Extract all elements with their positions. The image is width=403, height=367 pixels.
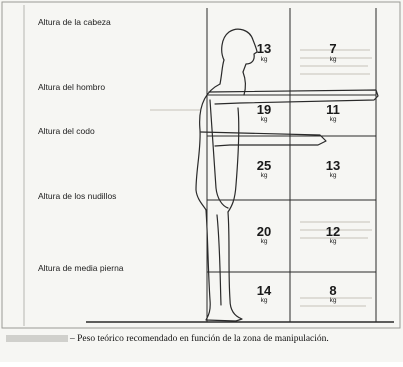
zone-label-shoulder: Altura del hombro	[38, 82, 106, 92]
unit-head-right: kg	[329, 56, 337, 63]
front-leg	[227, 211, 243, 322]
unit-elbow-left: kg	[260, 172, 268, 179]
unit-knuckle-left: kg	[260, 238, 268, 245]
arm-hanging	[209, 99, 229, 209]
unit-midleg-left: kg	[260, 297, 268, 304]
human-figure	[195, 28, 379, 322]
inner-leg	[216, 214, 222, 306]
value-knuckle-right: 12	[325, 224, 341, 239]
value-head-right: 7	[329, 41, 337, 56]
zone-label-elbow: Altura del codo	[38, 126, 95, 136]
zone-label-midleg: Altura de media pierna	[38, 263, 124, 273]
unit-head-left: kg	[260, 56, 268, 63]
back-leg	[205, 209, 237, 322]
unit-knuckle-right: kg	[329, 238, 337, 245]
zone-label-head: Altura de la cabeza	[38, 17, 111, 27]
head-outline	[221, 28, 258, 73]
bleed-through-texture	[150, 49, 372, 307]
back-outline	[195, 83, 221, 211]
zone-label-knuckle: Altura de los nudillos	[38, 191, 117, 201]
front-neck	[242, 71, 246, 96]
unit-elbow-right: kg	[329, 172, 337, 179]
arm-elbow	[200, 131, 327, 147]
value-knuckle-left: 20	[256, 224, 272, 239]
caption-text: – Peso teórico recomendado en función de…	[70, 334, 329, 344]
unit-shoulder-left: kg	[260, 116, 268, 123]
value-midleg-left: 14	[256, 283, 272, 298]
front-torso	[227, 107, 240, 213]
zone-grid	[206, 8, 377, 322]
figure-caption: – Peso teórico recomendado en función de…	[6, 334, 396, 345]
value-midleg-right: 8	[329, 283, 337, 298]
figure-frame	[1, 1, 401, 329]
value-shoulder-left: 19	[256, 102, 272, 117]
unit-midleg-right: kg	[329, 297, 337, 304]
value-head-left: 13	[256, 41, 272, 56]
arm-shoulder	[208, 89, 379, 105]
neck-back	[219, 59, 225, 85]
value-shoulder-right: 11	[326, 102, 340, 117]
value-elbow-right: 13	[325, 158, 341, 173]
value-elbow-left: 25	[256, 158, 272, 173]
caption-smudge	[6, 335, 68, 343]
unit-shoulder-right: kg	[329, 116, 337, 123]
